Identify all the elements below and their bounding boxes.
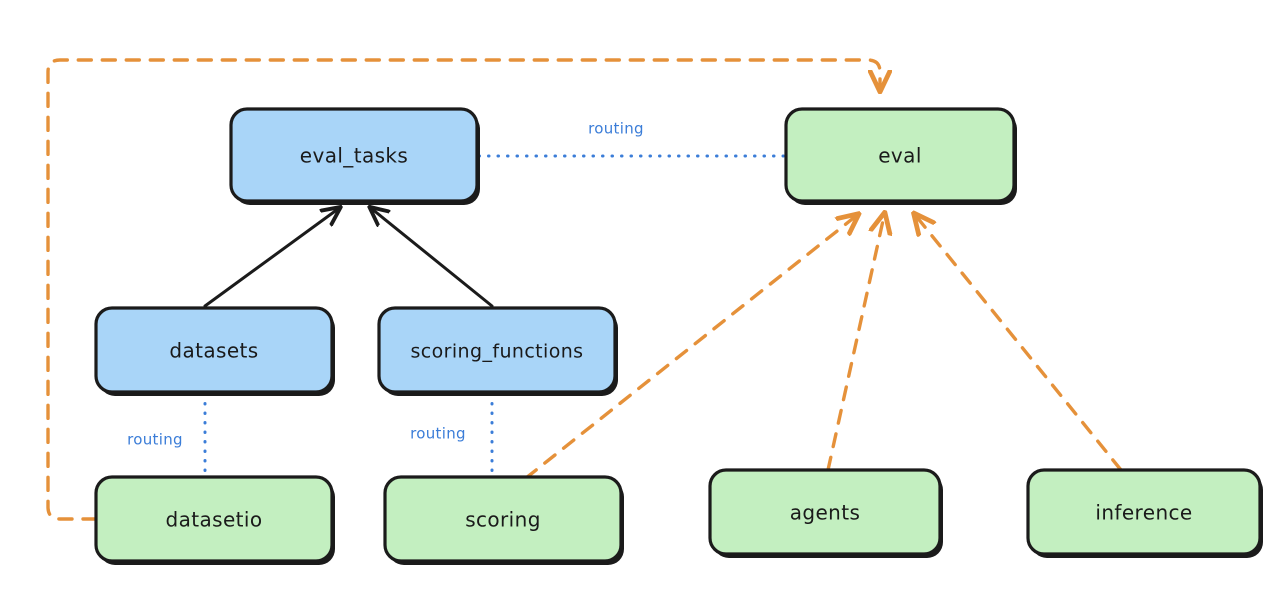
node-scoring_functions-body[interactable] bbox=[377, 306, 617, 394]
node-eval-body[interactable] bbox=[784, 107, 1016, 203]
edge-datasets-to-eval_tasks bbox=[203, 209, 338, 308]
node-scoring-body[interactable] bbox=[383, 475, 623, 563]
dependency-edges-group bbox=[46, 58, 1123, 521]
node-scoring[interactable]: scoring bbox=[383, 475, 624, 565]
node-inference-label: inference bbox=[1095, 501, 1192, 525]
node-eval_tasks[interactable]: eval_tasks bbox=[229, 107, 480, 205]
node-datasetio-label: datasetio bbox=[165, 508, 262, 532]
node-inference-body[interactable] bbox=[1026, 468, 1262, 556]
edge-agents-to-eval bbox=[826, 216, 884, 472]
node-eval_tasks-label: eval_tasks bbox=[300, 144, 408, 168]
solid-edges-group bbox=[203, 209, 494, 308]
node-eval[interactable]: eval bbox=[784, 107, 1017, 205]
routing-edges-group bbox=[203, 154, 786, 477]
node-scoring_functions-label: scoring_functions bbox=[411, 341, 584, 363]
node-datasets-body[interactable] bbox=[94, 306, 334, 394]
node-inference[interactable]: inference bbox=[1026, 468, 1263, 558]
edge-label-routing-top: routing bbox=[588, 120, 644, 138]
node-agents-body[interactable] bbox=[708, 468, 942, 556]
node-eval-label: eval bbox=[878, 144, 922, 168]
node-datasets[interactable]: datasets bbox=[94, 306, 335, 396]
node-datasetio-body[interactable] bbox=[94, 475, 334, 563]
node-agents-label: agents bbox=[790, 501, 861, 525]
node-datasets-label: datasets bbox=[169, 339, 258, 363]
edge-label-routing-datasets: routing bbox=[127, 431, 183, 449]
edge-scoring_functions-to-eval_tasks bbox=[372, 209, 494, 308]
node-scoring-label: scoring bbox=[465, 508, 541, 532]
edge-label-routing-scoring-functions: routing bbox=[410, 425, 466, 443]
node-eval_tasks-body[interactable] bbox=[229, 107, 479, 203]
node-agents[interactable]: agents bbox=[708, 468, 943, 558]
edge-datasetio-to-eval bbox=[46, 58, 880, 521]
edge-inference-to-eval bbox=[916, 216, 1123, 472]
edge-labels-group: routing routing routing bbox=[127, 120, 644, 449]
node-scoring_functions[interactable]: scoring_functions bbox=[377, 306, 618, 396]
node-datasetio[interactable]: datasetio bbox=[94, 475, 335, 565]
